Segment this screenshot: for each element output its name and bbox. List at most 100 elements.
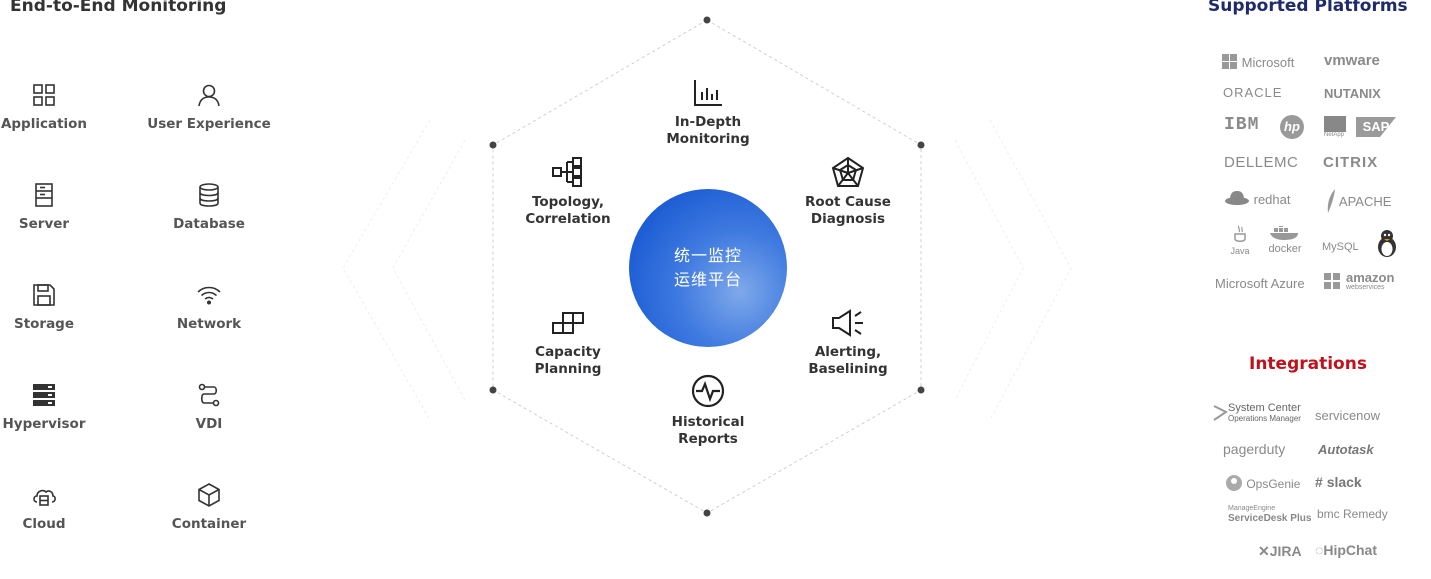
- apache-text: APACHE: [1338, 194, 1392, 209]
- monitor-label: VDI: [195, 416, 223, 432]
- windows-flag-icon: [1222, 54, 1237, 69]
- feature-label-line2: Diagnosis: [810, 211, 886, 227]
- bmc-remedy-logo: bmc Remedy: [1317, 507, 1388, 521]
- slack-hash-icon: #: [1315, 474, 1323, 490]
- jira-text: JIRA: [1269, 543, 1302, 559]
- servicenow-logo: servicenow: [1315, 408, 1381, 423]
- hexagon-node-top-left: [489, 141, 497, 149]
- docker-whale-icon: [1270, 223, 1298, 240]
- redhat-text: redhat: [1253, 192, 1291, 207]
- feature-label-line2: Baselining: [808, 361, 888, 377]
- feature-label-line1: Alerting,: [814, 344, 882, 360]
- monitor-hypervisor: Hypervisor: [0, 382, 109, 432]
- monitor-application: Application: [0, 82, 109, 132]
- feature-label-line2: Correlation: [525, 211, 611, 227]
- monitor-label: Application: [0, 116, 88, 132]
- monitor-server: Server: [0, 182, 109, 232]
- hexagon-node-top-right: [917, 141, 925, 149]
- monitor-label: Network: [176, 316, 242, 332]
- hexagon-node-bottom-right: [917, 386, 925, 394]
- docker-text: docker: [1268, 243, 1302, 255]
- microsoft-azure-logo: Microsoft Azure: [1215, 276, 1305, 291]
- microsoft-logo: Microsoft: [1222, 54, 1294, 70]
- hipchat-logo: ◌HipChat: [1315, 542, 1377, 558]
- aws-cubes-icon: [1324, 273, 1340, 289]
- monitor-cloud: Cloud: [0, 482, 109, 532]
- monitor-label: Hypervisor: [2, 416, 86, 432]
- feature-topology-correlation: Topology,Correlation: [493, 156, 643, 228]
- system-center-text: System Center: [1228, 402, 1301, 414]
- ibm-logo: IBM: [1224, 115, 1260, 135]
- right-chevron-outer: [989, 119, 1072, 421]
- monitor-label: Container: [171, 516, 247, 532]
- monitor-container: Container: [144, 482, 274, 532]
- monitor-user-experience: User Experience: [144, 82, 274, 132]
- megaphone-icon: [832, 309, 863, 337]
- opsgenie-logo: OpsGenie: [1225, 474, 1300, 492]
- feature-label-line1: Root Cause: [805, 194, 891, 210]
- hipchat-bubble-icon: ◌: [1315, 542, 1324, 558]
- monitor-network: Network: [144, 282, 274, 332]
- user-icon: [198, 84, 220, 107]
- integrations-title: Integrations: [1249, 354, 1367, 374]
- opsgenie-circle-icon: [1226, 475, 1242, 491]
- feature-label-line2: Planning: [534, 361, 602, 377]
- manageengine-logo: ManageEngine ServiceDesk Plus: [1228, 505, 1311, 524]
- radar-icon: [831, 156, 865, 187]
- server-icon: [35, 183, 53, 207]
- system-center-swoosh-icon: [1213, 405, 1228, 421]
- nutanix-logo: NUTANIX: [1324, 86, 1381, 101]
- apache-logo: APACHE: [1326, 188, 1391, 214]
- feature-label-line2: Monitoring: [666, 131, 750, 147]
- hexagon-node-bottom-left: [489, 386, 497, 394]
- feature-label-line1: Capacity: [535, 344, 601, 360]
- cube-icon: [198, 483, 220, 507]
- monitor-label: Database: [173, 216, 245, 232]
- microsoft-text: Microsoft: [1241, 55, 1295, 70]
- monitor-label: Storage: [13, 316, 75, 332]
- server-rack-icon: [33, 384, 55, 406]
- topology-icon: [552, 157, 582, 187]
- slack-text: slack: [1326, 474, 1362, 490]
- manageengine-text: ManageEngine: [1228, 505, 1276, 512]
- monitor-vdi: VDI: [144, 382, 274, 432]
- docker-logo: docker: [1265, 223, 1305, 255]
- cloud-server-icon: [33, 489, 56, 506]
- java-cup-icon: [1234, 225, 1246, 242]
- feature-label-line1: Topology,: [531, 194, 605, 210]
- netapp-mark: [1324, 116, 1346, 132]
- hexagon-node-bottom: [703, 509, 711, 517]
- oracle-logo: ORACLE: [1223, 85, 1283, 100]
- dellemc-logo: DELLEMC: [1224, 154, 1299, 171]
- opsgenie-text: OpsGenie: [1246, 477, 1301, 491]
- monitor-storage: Storage: [0, 282, 109, 332]
- platforms-title: Supported Platforms: [1208, 0, 1408, 16]
- linux-tux-icon: [1378, 230, 1396, 257]
- left-chevron-inner: [392, 139, 466, 401]
- citrix-logo: CITRIX: [1323, 154, 1379, 171]
- autotask-logo: Autotask: [1318, 442, 1374, 457]
- amazon-logo: amazon webservices: [1322, 271, 1402, 293]
- operations-manager-text: Operations Manager: [1228, 414, 1301, 423]
- hexagon-node-top: [703, 16, 711, 24]
- monitor-label: Server: [18, 216, 70, 232]
- system-center-logo: System Center Operations Manager: [1212, 402, 1301, 423]
- bar-chart-icon: [694, 80, 722, 106]
- netapp-logo: NetApp: [1324, 116, 1348, 138]
- pagerduty-logo: pagerduty: [1223, 441, 1286, 457]
- mysql-logo: MySQL: [1322, 241, 1359, 253]
- amazon-subtext: webservices: [1346, 284, 1385, 291]
- wifi-icon: [197, 286, 221, 305]
- vmware-logo: vmware: [1324, 52, 1380, 69]
- hub-text-line1: 统一监控: [673, 246, 742, 265]
- java-text: Java: [1230, 246, 1250, 256]
- route-icon: [198, 383, 220, 407]
- feature-alerting-baselining: Alerting,Baselining: [773, 308, 923, 378]
- blocks-icon: [552, 312, 584, 334]
- pulse-icon: [691, 374, 725, 408]
